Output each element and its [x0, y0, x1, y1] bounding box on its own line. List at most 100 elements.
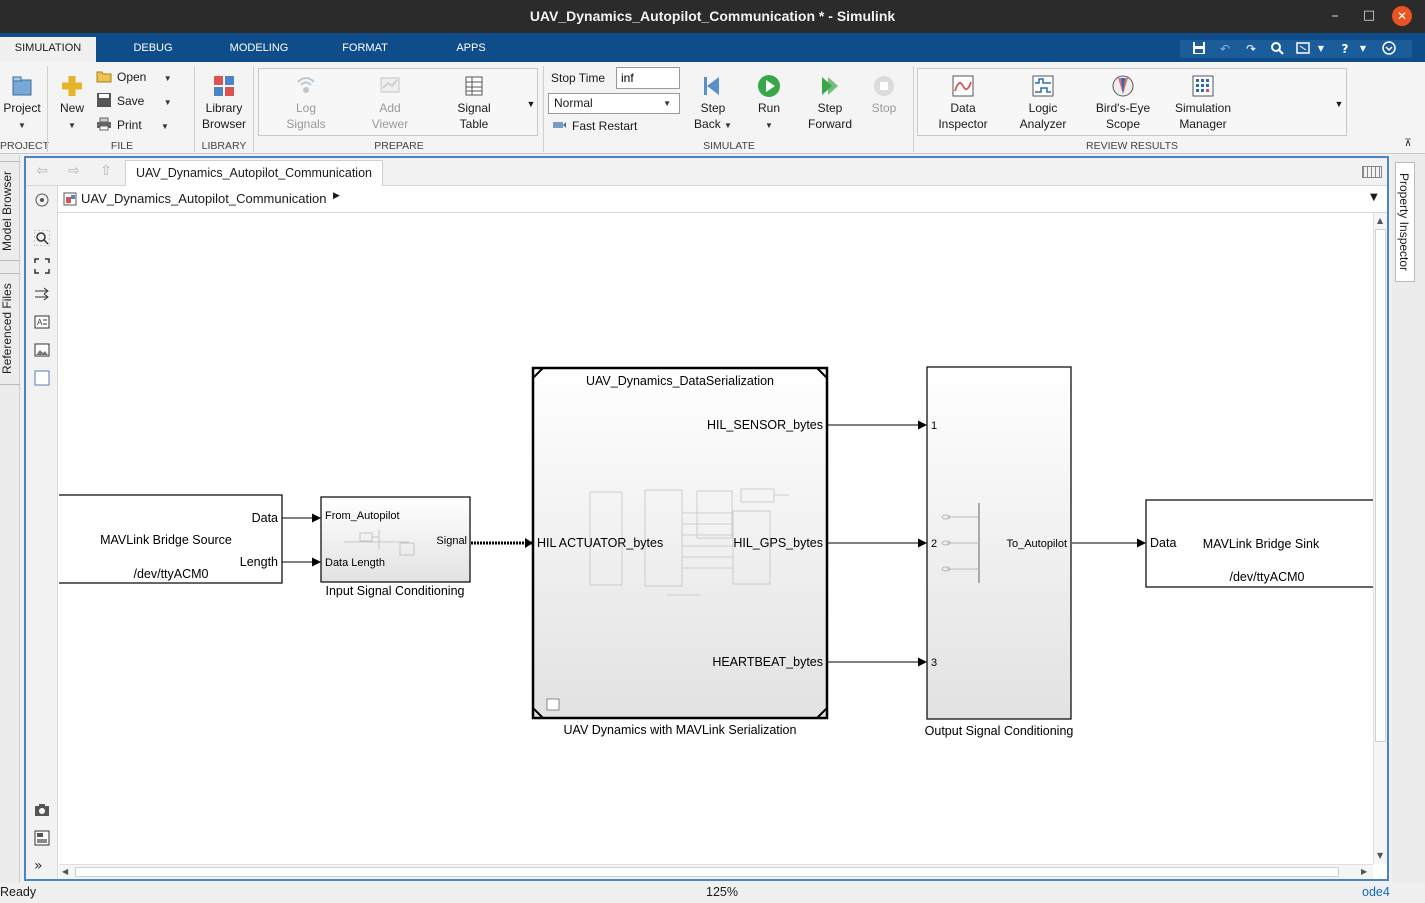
vertical-scroll-thumb[interactable]: [1375, 229, 1386, 742]
mavlink-bridge-sink-block[interactable]: Data MAVLink Bridge Sink /dev/ttyACM0: [1145, 499, 1373, 588]
scroll-left-icon[interactable]: ◀: [62, 867, 69, 876]
review-expand-button[interactable]: ▼: [1334, 99, 1344, 109]
input-signal-conditioning-block[interactable]: From_Autopilot Data Length Signal Input …: [320, 496, 471, 598]
output-signal-conditioning-block[interactable]: 1 2 3 To_Autopilot Output Signal Conditi…: [925, 366, 1074, 738]
chevron-down-icon[interactable]: ▼: [1359, 44, 1367, 53]
subsystem-preview: [344, 529, 415, 556]
project-button[interactable]: Project▼: [0, 74, 44, 134]
help-icon[interactable]: ?: [1341, 42, 1349, 56]
model-reference-icon: [546, 698, 560, 711]
data-inspector-label-2: Inspector: [938, 117, 988, 131]
ribbon: Project▼ PROJECT New▼ Open ▼ Save ▼ Prin…: [0, 62, 1425, 154]
horizontal-scroll-thumb[interactable]: [75, 867, 1339, 877]
mavlink-bridge-source-block[interactable]: MAVLink Bridge Source /dev/ttyACM0 Data …: [59, 494, 283, 584]
fast-restart-toggle[interactable]: Fast Restart: [551, 117, 637, 135]
solver-link[interactable]: ode4: [1362, 885, 1390, 899]
input-conditioning-label: Input Signal Conditioning: [326, 584, 465, 598]
window-title: UAV_Dynamics_Autopilot_Communication * -…: [529, 8, 896, 24]
hide-show-explorer-icon[interactable]: [34, 192, 50, 208]
tab-property-inspector[interactable]: Property Inspector: [1395, 162, 1415, 282]
step-back-label-2: Back: [694, 117, 721, 131]
undo-icon[interactable]: ↶: [1219, 42, 1231, 56]
output-conditioning-in-1: 1: [931, 420, 937, 432]
chevron-down-icon: ▼: [663, 99, 671, 108]
camera-icon[interactable]: [34, 802, 50, 818]
library-label-2: Browser: [201, 117, 246, 131]
group-prepare-label: PREPARE: [374, 140, 424, 152]
area-icon[interactable]: [34, 370, 50, 386]
uav-dynamics-block[interactable]: UAV_Dynamics_DataSerialization HIL ACTUA…: [531, 366, 829, 737]
chevron-down-icon[interactable]: ▼: [1370, 192, 1378, 203]
model-data-icon[interactable]: [34, 830, 50, 846]
tab-format[interactable]: FORMAT: [342, 42, 388, 54]
tab-simulation[interactable]: SIMULATION: [0, 37, 96, 62]
output-conditioning-in-3: 3: [931, 657, 937, 669]
breadcrumb[interactable]: UAV_Dynamics_Autopilot_Communication: [81, 191, 327, 206]
simulation-mode-select[interactable]: Normal ▼: [548, 93, 680, 114]
source-block-name: MAVLink Bridge Source: [100, 533, 232, 547]
ribbon-separator: [47, 66, 48, 152]
expand-toolstrip-icon[interactable]: »: [34, 858, 43, 874]
close-button[interactable]: ✕: [1392, 6, 1412, 26]
keyboard-icon[interactable]: [1362, 166, 1382, 178]
tab-debug[interactable]: DEBUG: [133, 42, 173, 54]
zoom-icon[interactable]: [33, 229, 51, 247]
save-icon[interactable]: [1190, 41, 1208, 57]
run-button[interactable]: Run▼: [750, 74, 788, 134]
tab-apps[interactable]: APPS: [456, 42, 486, 54]
scroll-down-icon[interactable]: ▼: [1377, 851, 1384, 860]
new-button[interactable]: New▼: [56, 74, 88, 134]
collapse-ribbon-button[interactable]: ⊼: [1404, 138, 1412, 149]
simulation-manager-label-1: Simulation: [1174, 101, 1232, 115]
source-port-data: Data: [252, 511, 278, 525]
save-button[interactable]: Save ▼: [96, 92, 172, 110]
breadcrumb-arrow-icon[interactable]: ▶: [333, 191, 340, 201]
birds-eye-scope-label-1: Bird's-Eye: [1095, 101, 1151, 115]
sink-block-name: MAVLink Bridge Sink: [1203, 537, 1320, 551]
prepare-expand-button[interactable]: ▼: [526, 99, 536, 109]
scroll-up-icon[interactable]: ▲: [1377, 216, 1384, 225]
chevron-down-icon[interactable]: ▼: [1317, 44, 1325, 53]
redo-icon[interactable]: ↷: [1245, 42, 1257, 56]
sink-block-device: /dev/ttyACM0: [1229, 570, 1304, 584]
dynamics-output-port-1: HIL_SENSOR_bytes: [707, 418, 823, 432]
stop-button[interactable]: Stop: [866, 74, 902, 116]
collapse-ribbon-icon[interactable]: [1380, 41, 1398, 57]
print-button[interactable]: Print ▼: [96, 116, 169, 134]
minimize-button[interactable]: –: [1331, 8, 1339, 24]
diagram-canvas[interactable]: MAVLink Bridge Source /dev/ttyACM0 Data …: [59, 213, 1373, 864]
forward-arrow-icon[interactable]: ⇨: [68, 163, 80, 179]
vertical-scrollbar[interactable]: ▲ ▼: [1373, 213, 1387, 864]
layout-icon[interactable]: [1294, 41, 1312, 57]
back-arrow-icon[interactable]: ⇦: [36, 163, 48, 179]
search-icon[interactable]: [1268, 41, 1286, 57]
add-viewer-label-1: Add: [379, 101, 401, 115]
tab-model-browser[interactable]: Model Browser: [0, 161, 20, 261]
scroll-right-icon[interactable]: ▶: [1361, 867, 1368, 876]
fit-to-view-icon[interactable]: [34, 258, 50, 274]
ribbon-separator: [543, 66, 544, 152]
open-button[interactable]: Open ▼: [96, 68, 172, 86]
maximize-button[interactable]: □: [1362, 8, 1376, 23]
tab-modeling[interactable]: MODELING: [229, 42, 289, 54]
image-icon[interactable]: [34, 342, 50, 358]
signal-table-label-2: Table: [459, 117, 489, 131]
model-tab[interactable]: UAV_Dynamics_Autopilot_Communication: [125, 160, 383, 186]
annotation-icon[interactable]: A: [34, 314, 50, 330]
arrow-right-icon[interactable]: [34, 286, 50, 302]
stop-time-input[interactable]: [616, 67, 680, 89]
up-arrow-icon[interactable]: ⇧: [100, 163, 112, 179]
horizontal-scrollbar[interactable]: ◀ ▶: [59, 864, 1373, 879]
tab-referenced-files[interactable]: Referenced Files: [0, 273, 20, 385]
output-conditioning-in-2: 2: [931, 538, 937, 550]
